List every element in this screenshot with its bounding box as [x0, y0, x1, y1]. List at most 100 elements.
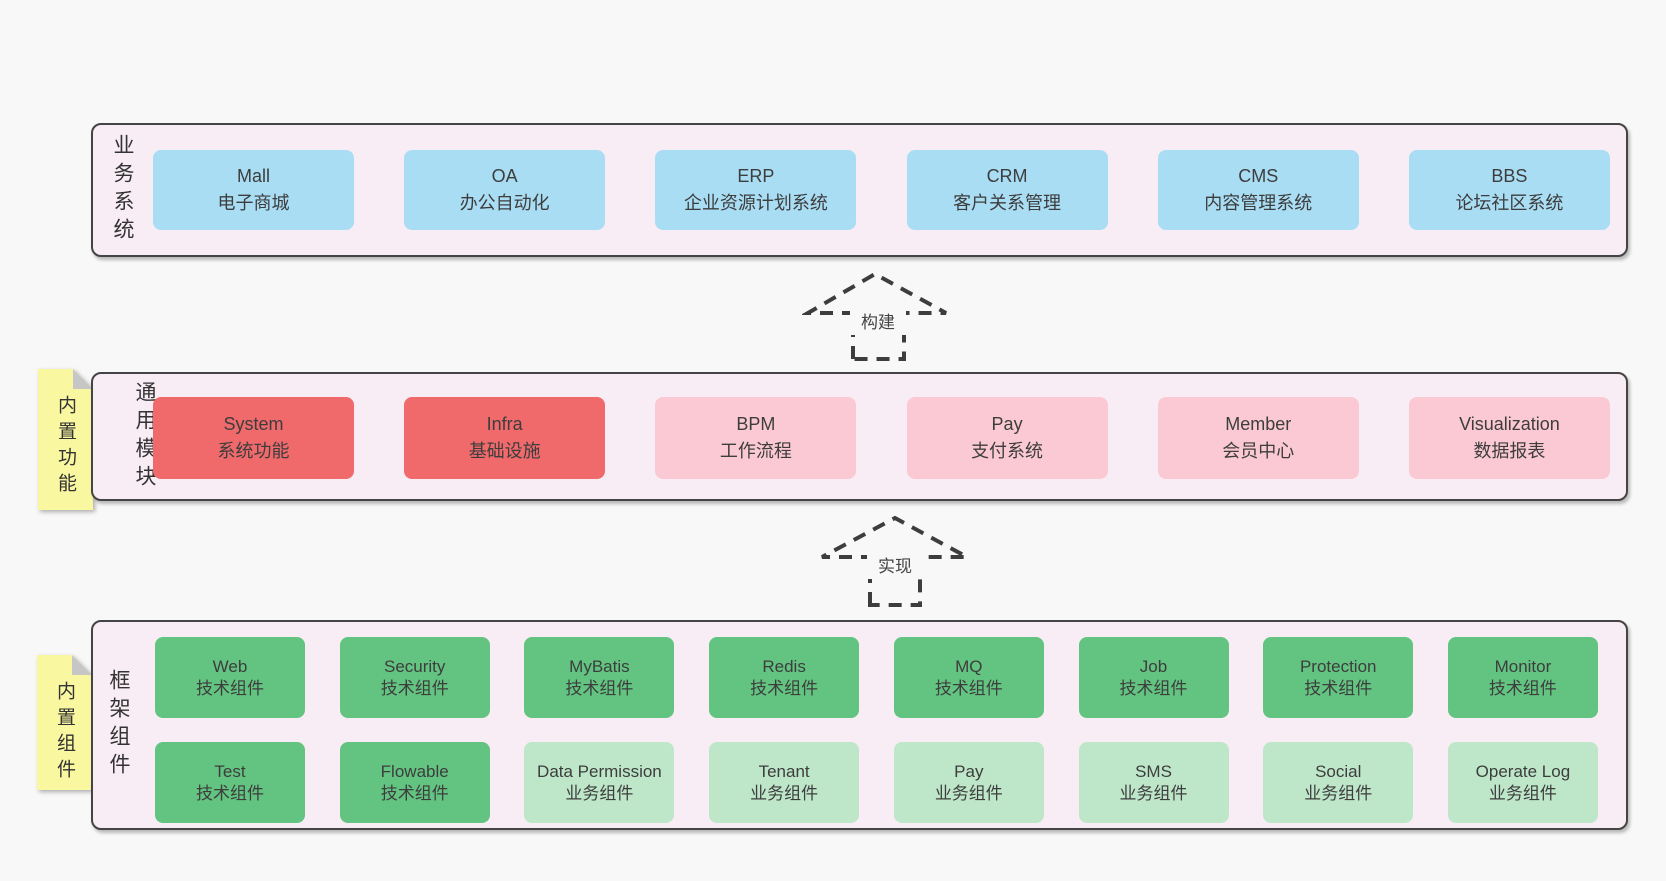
box-name: Visualization [1459, 414, 1560, 434]
box-desc: 工作流程 [719, 441, 792, 461]
box-pay-system: Pay 支付系统 [906, 397, 1108, 479]
box-name: MyBatis [569, 656, 630, 676]
box-desc: 基础设施 [468, 441, 541, 461]
box-crm: CRM 客户关系管理 [906, 150, 1108, 230]
box-desc: 内容管理系统 [1204, 193, 1313, 213]
box-desc: 业务组件 [1304, 783, 1373, 803]
box-name: Member [1225, 414, 1292, 434]
box-desc: 技术组件 [380, 783, 449, 803]
sticky-note-text: 内置组件 [54, 681, 75, 785]
layer-label-business: 业务系统 [111, 134, 134, 246]
box-desc: 客户关系管理 [953, 193, 1062, 213]
box-name: BPM [736, 414, 776, 434]
box-name: Test [214, 761, 246, 781]
box-desc: 技术组件 [934, 678, 1003, 698]
implement-arrow-label: 实现 [867, 555, 923, 579]
box-desc: 技术组件 [1304, 678, 1373, 698]
sticky-note-paper: 内置功能 [38, 369, 93, 510]
box-desc: 支付系统 [971, 441, 1044, 461]
business-box-row: Mall 电子商城 OA 办公自动化 ERP 企业资源计划系统 CRM 客户关系… [153, 150, 1610, 230]
box-name: Security [383, 656, 446, 676]
box-desc: 技术组件 [380, 678, 449, 698]
folded-corner-icon [72, 655, 92, 675]
box-desc: 技术组件 [196, 678, 264, 698]
layer-label-components: 框架组件 [107, 669, 130, 781]
box-name: Data Permission [537, 761, 662, 781]
box-name: MQ [955, 656, 983, 676]
box-name: Web [212, 656, 248, 676]
sticky-note-paper: 内置组件 [37, 655, 92, 790]
build-arrow-label: 构建 [850, 311, 906, 335]
box-name: Pay [954, 761, 984, 781]
box-desc: 技术组件 [1119, 678, 1188, 698]
box-operate-log: Operate Log 业务组件 [1447, 742, 1598, 823]
box-test: Test 技术组件 [155, 742, 305, 823]
layer-label-modules: 通用模块 [133, 380, 156, 493]
box-monitor: Monitor 技术组件 [1447, 637, 1598, 718]
sticky-note-builtin-features: 内置功能 [38, 369, 93, 510]
layer-framework-components: 框架组件 Web 技术组件 Security 技术组件 MyBatis 技术组件… [91, 620, 1628, 830]
box-desc: 技术组件 [196, 783, 264, 803]
box-name: CMS [1238, 166, 1279, 186]
box-system: System 系统功能 [153, 397, 354, 479]
box-name: Monitor [1494, 656, 1552, 676]
folded-corner-icon [73, 369, 93, 389]
modules-box-row: System 系统功能 Infra 基础设施 BPM 工作流程 Pay 支付系统… [153, 397, 1610, 479]
box-desc: 技术组件 [750, 678, 819, 698]
box-desc: 论坛社区系统 [1455, 193, 1564, 213]
box-erp: ERP 企业资源计划系统 [655, 150, 857, 230]
components-box-row-1: Web 技术组件 Security 技术组件 MyBatis 技术组件 Redi… [155, 637, 1598, 718]
box-pay-component: Pay 业务组件 [893, 742, 1044, 823]
build-arrow-icon [802, 271, 947, 361]
box-data-permission: Data Permission 业务组件 [524, 742, 675, 823]
box-desc: 业务组件 [750, 783, 819, 803]
box-desc: 业务组件 [1488, 783, 1557, 803]
box-name: SMS [1135, 761, 1172, 781]
box-infra: Infra 基础设施 [404, 397, 606, 479]
box-tenant: Tenant 业务组件 [709, 742, 860, 823]
box-bbs: BBS 论坛社区系统 [1408, 150, 1610, 230]
box-mall: Mall 电子商城 [153, 150, 354, 230]
box-protection: Protection 技术组件 [1263, 637, 1414, 718]
box-social: Social 业务组件 [1263, 742, 1414, 823]
box-name: OA [491, 166, 518, 186]
box-desc: 业务组件 [934, 783, 1003, 803]
box-job: Job 技术组件 [1078, 637, 1229, 718]
box-desc: 系统功能 [217, 441, 290, 461]
sticky-note-builtin-components: 内置组件 [37, 655, 92, 790]
box-member: Member 会员中心 [1157, 397, 1359, 479]
box-bpm: BPM 工作流程 [655, 397, 857, 479]
box-name: BBS [1491, 166, 1528, 186]
sticky-note-text: 内置功能 [55, 395, 76, 499]
components-box-row-2: Test 技术组件 Flowable 技术组件 Data Permission … [155, 742, 1598, 823]
box-name: Flowable [380, 761, 449, 781]
box-desc: 数据报表 [1473, 441, 1546, 461]
box-name: System [223, 414, 284, 434]
box-name: ERP [737, 166, 775, 186]
box-cms: CMS 内容管理系统 [1157, 150, 1359, 230]
layer-business-systems: 业务系统 Mall 电子商城 OA 办公自动化 ERP 企业资源计划系统 CRM… [91, 123, 1628, 257]
box-name: Pay [991, 414, 1023, 434]
box-name: Operate Log [1475, 761, 1571, 781]
box-flowable: Flowable 技术组件 [339, 742, 490, 823]
box-name: Protection [1299, 656, 1377, 676]
box-mq: MQ 技术组件 [893, 637, 1044, 718]
box-name: Job [1139, 656, 1168, 676]
box-desc: 办公自动化 [459, 193, 550, 213]
box-security: Security 技术组件 [339, 637, 490, 718]
box-desc: 技术组件 [1488, 678, 1557, 698]
box-name: Infra [486, 414, 523, 434]
box-oa: OA 办公自动化 [404, 150, 606, 230]
box-desc: 电子商城 [217, 193, 290, 213]
box-desc: 业务组件 [565, 783, 634, 803]
box-web: Web 技术组件 [155, 637, 305, 718]
box-desc: 企业资源计划系统 [683, 193, 828, 213]
box-name: Tenant [758, 761, 810, 781]
box-desc: 业务组件 [1119, 783, 1188, 803]
box-name: CRM [986, 166, 1028, 186]
box-name: Social [1315, 761, 1362, 781]
box-name: Mall [236, 166, 270, 186]
box-name: Redis [762, 656, 806, 676]
implement-arrow-icon [821, 515, 968, 607]
